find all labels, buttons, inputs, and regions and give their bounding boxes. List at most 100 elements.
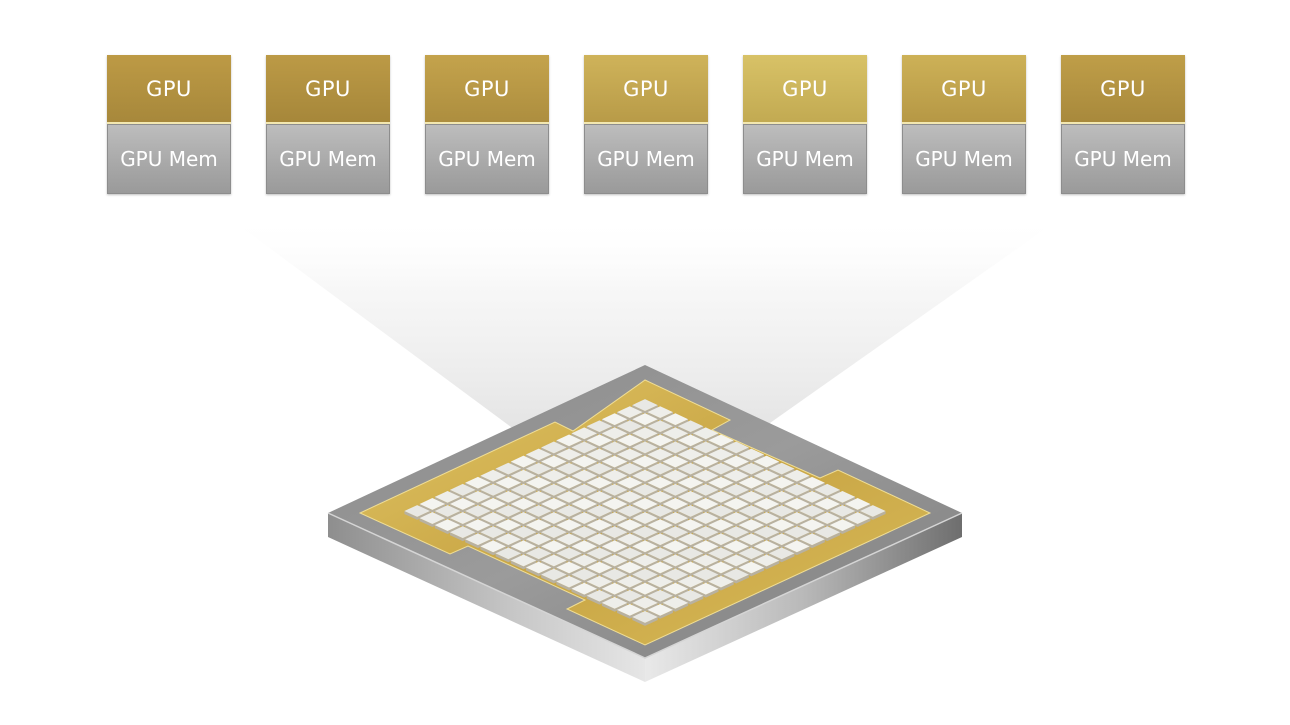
compute-tile — [632, 441, 658, 454]
compute-tile-side — [829, 496, 856, 506]
compute-tile-side — [617, 581, 643, 591]
compute-tile — [753, 512, 780, 524]
compute-tile — [677, 505, 704, 517]
compute-tile-side — [556, 525, 582, 535]
compute-tile-side — [677, 426, 704, 436]
compute-tile-side — [495, 468, 522, 478]
compute-tile-side — [617, 567, 643, 577]
compute-tile — [571, 483, 598, 496]
compute-tile-side — [571, 447, 598, 457]
compute-tile-side — [708, 468, 734, 478]
compute-tile-side — [647, 581, 673, 591]
compute-tile-side — [677, 468, 704, 478]
gpu-row: GPU GPU Mem GPU GPU Mem GPU GPU Mem GPU … — [0, 0, 1290, 200]
compute-tile-side — [632, 447, 658, 457]
compute-tile-side — [799, 539, 825, 549]
compute-tile — [586, 505, 613, 517]
compute-tile — [738, 476, 765, 489]
compute-tile-side — [586, 595, 613, 605]
compute-tile-side — [525, 553, 552, 563]
compute-tile-side — [480, 518, 506, 527]
compute-tile-side — [632, 489, 658, 499]
compute-tile-side — [662, 461, 689, 471]
compute-tile — [586, 434, 613, 447]
compute-tile — [692, 469, 719, 482]
compute-tile-side — [784, 503, 810, 513]
compute-tile-side — [708, 496, 734, 506]
compute-tile-side — [465, 539, 491, 549]
compute-tile-side — [632, 405, 658, 414]
compute-tile — [480, 526, 506, 539]
compute-tile — [647, 505, 673, 517]
compute-tile — [632, 469, 658, 482]
compute-tile — [662, 554, 689, 567]
compute-tile — [647, 519, 673, 532]
compute-tile-side — [480, 546, 506, 556]
compute-tile-side — [434, 496, 461, 506]
compute-tile — [844, 512, 871, 524]
compute-tile-side — [677, 539, 704, 549]
compute-tile-side — [738, 539, 765, 549]
compute-tile — [708, 462, 734, 475]
compute-tile-side — [525, 525, 552, 535]
compute-tile — [617, 589, 643, 602]
compute-tile — [495, 490, 522, 503]
compute-tile-side — [662, 419, 689, 429]
compute-tile-side — [632, 588, 658, 598]
compute-tile — [723, 554, 749, 567]
gpu-unit-7: GPU GPU Mem — [1061, 55, 1185, 194]
compute-tile-side — [647, 440, 673, 450]
compute-tile-side — [617, 482, 643, 492]
compute-tile — [814, 483, 841, 496]
compute-tile — [692, 568, 719, 581]
compute-tile-side — [480, 503, 506, 513]
compute-tile-side — [692, 489, 719, 499]
compute-tile-side — [708, 581, 734, 591]
compute-tile-side — [510, 461, 537, 471]
compute-tile — [465, 519, 491, 532]
compute-tile — [692, 498, 719, 510]
compute-tile — [541, 455, 567, 468]
compute-tile-side — [617, 468, 643, 478]
compute-tile-side — [662, 602, 689, 612]
compute-tile — [571, 469, 598, 482]
compute-tile — [723, 568, 749, 581]
compute-tile — [525, 476, 552, 489]
compute-tile — [768, 519, 795, 532]
gpu-mem-label-6: GPU Mem — [902, 124, 1026, 194]
compute-tile — [632, 554, 658, 567]
compute-tile-side — [571, 518, 598, 527]
compute-tile-side — [495, 539, 522, 549]
compute-tile — [525, 505, 552, 517]
compute-tile-side — [768, 496, 795, 506]
compute-tile-side — [753, 475, 780, 485]
compute-tile-side — [799, 482, 825, 492]
compute-tile — [510, 512, 537, 524]
compute-tile-side — [541, 447, 567, 457]
compute-tile — [860, 505, 886, 517]
compute-tile-side — [662, 503, 689, 513]
compute-tile-side — [525, 482, 552, 492]
compute-tile — [480, 469, 506, 482]
compute-tile-side — [723, 518, 749, 527]
compute-tile-side — [768, 539, 795, 549]
compute-tile — [738, 462, 765, 475]
compute-tile — [617, 406, 643, 419]
compute-tile-side — [586, 511, 613, 520]
compute-tile — [525, 561, 552, 574]
compute-tile — [510, 455, 537, 468]
compute-tile-side — [708, 482, 734, 492]
compute-tile-side — [662, 546, 689, 556]
compute-tile — [708, 575, 734, 588]
compute-tile-side — [814, 532, 841, 542]
compute-tile-side — [525, 454, 552, 464]
compute-tile-side — [662, 475, 689, 485]
compute-tile — [632, 483, 658, 496]
compute-tile — [829, 505, 856, 517]
compute-tile-side — [556, 539, 582, 549]
compute-tile-side — [434, 511, 461, 520]
compute-tile — [586, 561, 613, 574]
compute-tile-side — [632, 574, 658, 584]
compute-tile — [601, 512, 628, 524]
compute-tile-side — [495, 482, 522, 492]
